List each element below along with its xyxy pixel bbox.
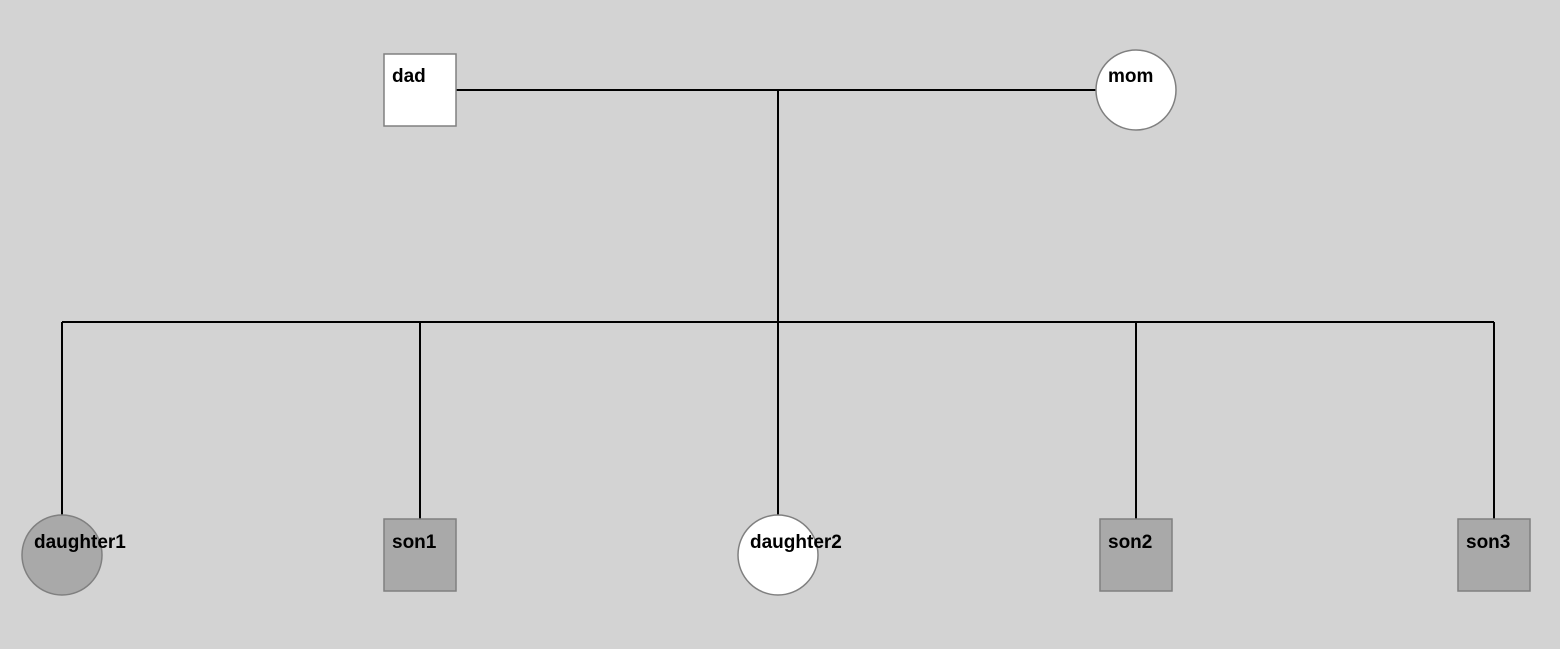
female-circle: [21, 514, 103, 596]
male-square: [1457, 518, 1531, 592]
male-square: [1099, 518, 1173, 592]
female-circle: [737, 514, 819, 596]
node-son1[interactable]: son1: [383, 518, 457, 592]
male-square: [383, 518, 457, 592]
male-square: [383, 53, 457, 127]
node-label-dad: dad: [392, 66, 426, 87]
node-label-son3: son3: [1466, 532, 1510, 553]
node-daughter1[interactable]: daughter1: [21, 514, 126, 596]
node-mom[interactable]: mom: [1095, 49, 1177, 131]
female-circle: [1095, 49, 1177, 131]
node-label-son2: son2: [1108, 532, 1152, 553]
node-son3[interactable]: son3: [1457, 518, 1531, 592]
node-label-mom: mom: [1108, 66, 1153, 87]
node-label-son1: son1: [392, 532, 437, 553]
node-daughter2[interactable]: daughter2: [737, 514, 842, 596]
node-label-daughter2: daughter2: [750, 532, 842, 553]
node-label-daughter1: daughter1: [34, 532, 126, 553]
node-son2[interactable]: son2: [1099, 518, 1173, 592]
node-dad[interactable]: dad: [383, 53, 457, 127]
